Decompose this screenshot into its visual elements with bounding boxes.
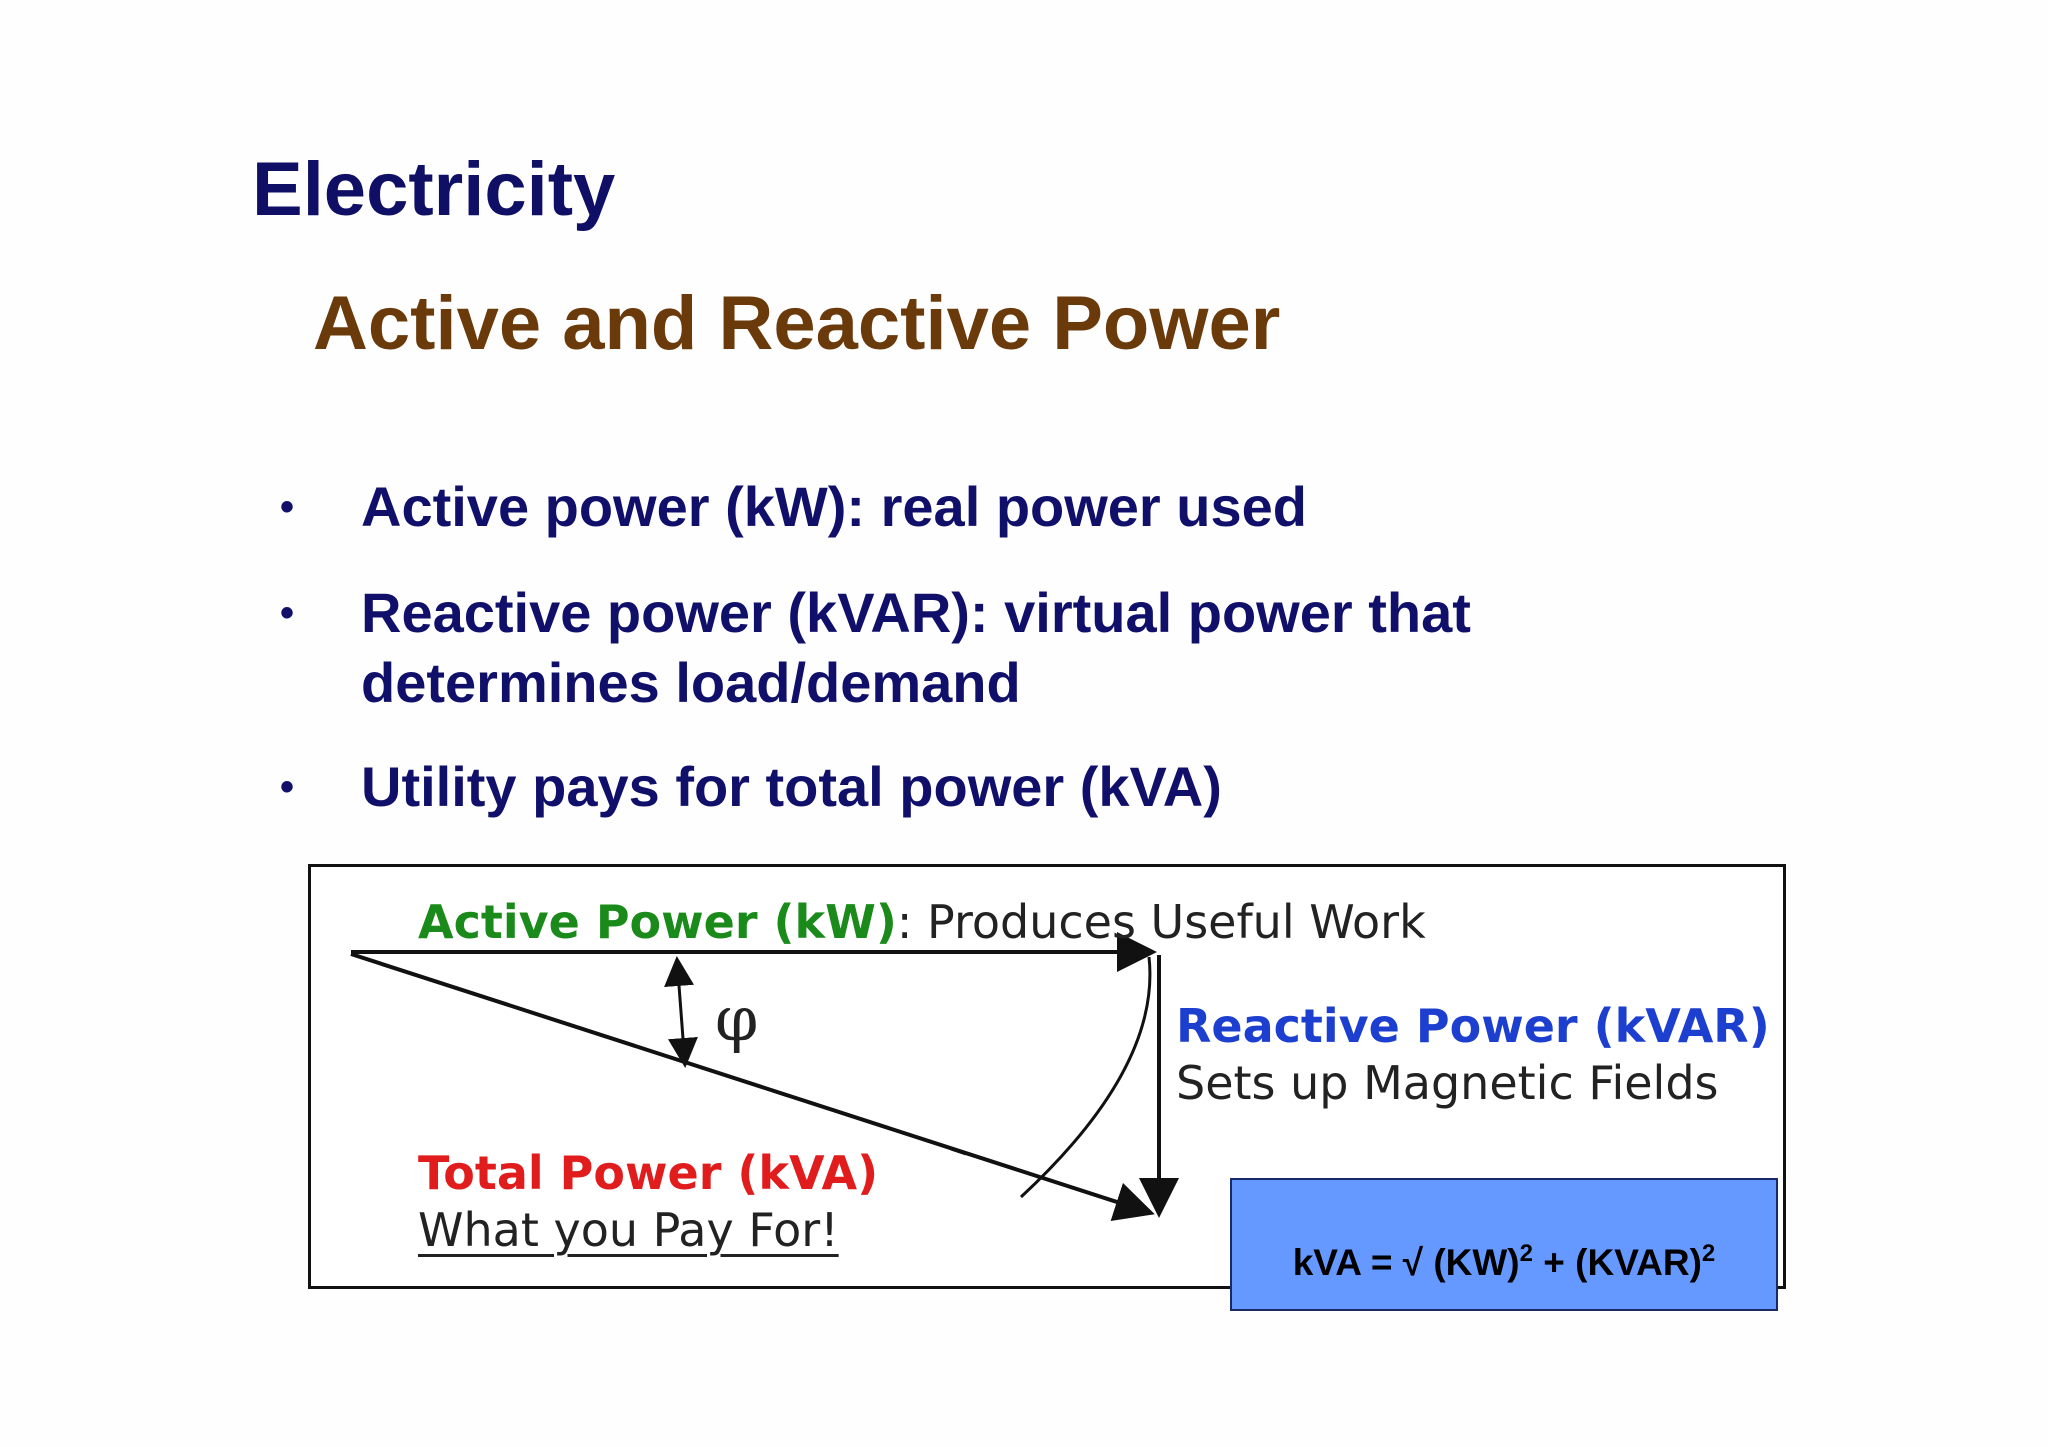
rotation-arc: [1019, 956, 1152, 1199]
total-power-description: What you Pay For!: [418, 1203, 839, 1257]
bullet-marker: •: [280, 765, 295, 809]
bullet-text: Reactive power (kVAR): virtual power tha…: [361, 581, 1471, 714]
hypotenuse-tick: [772, 1089, 789, 1098]
bullet-text: Utility pays for total power (kVA): [361, 755, 1222, 818]
hypotenuse-tick: [950, 1147, 967, 1156]
active-power-description: : Produces Useful Work: [896, 895, 1426, 949]
formula-lhs: kVA = √ (KW): [1292, 1242, 1520, 1283]
total-power-vector: [350, 952, 1155, 1221]
formula-box: kVA = √ (KW)2 + (KVAR)2: [1230, 1178, 1778, 1311]
bullet-marker: •: [280, 485, 295, 529]
angle-indicator-arrow: [664, 956, 698, 1068]
hypotenuse-tick: [590, 1030, 607, 1039]
total-power-title: Total Power (kVA): [418, 1146, 879, 1200]
reactive-power-description: Sets up Magnetic Fields: [1176, 1056, 1719, 1110]
formula-mid: + (KVAR): [1533, 1242, 1702, 1283]
reactive-power-title: Reactive Power (kVAR): [1176, 999, 1770, 1053]
active-power-title: Active Power (kW): [418, 895, 897, 949]
bullet-marker: •: [280, 591, 295, 635]
slide-title: Electricity: [252, 147, 616, 232]
active-power-label: Active Power (kW): Produces Useful Work: [418, 899, 1426, 945]
formula-exponent: 2: [1519, 1240, 1533, 1267]
slide-subtitle: Active and Reactive Power: [313, 281, 1281, 366]
power-triangle-diagram: Active Power (kW): Produces Useful Work …: [308, 864, 1786, 1289]
power-triangle-svg: [350, 932, 1179, 1221]
formula-exponent: 2: [1701, 1240, 1716, 1267]
phi-symbol: φ: [715, 982, 759, 1055]
kva-formula: kVA = √ (KW)2 + (KVAR)2: [1232, 1240, 1776, 1283]
bullet-text: Active power (kW): real power used: [361, 475, 1307, 538]
